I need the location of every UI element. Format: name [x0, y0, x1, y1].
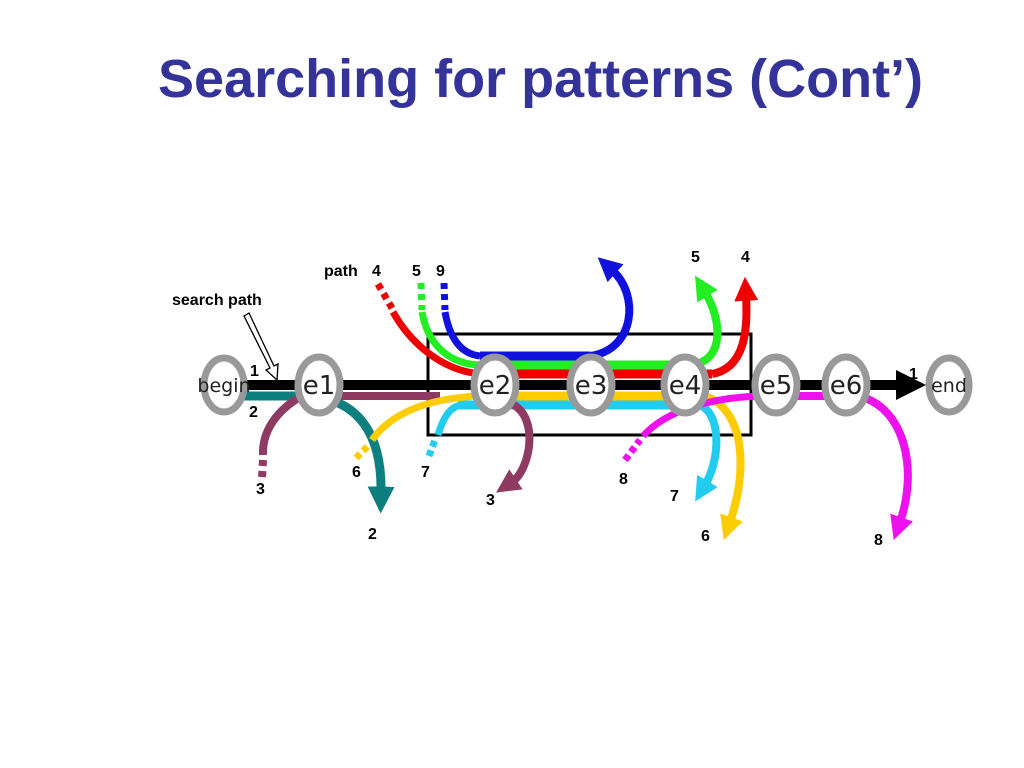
path-8-exit-curve: [860, 393, 913, 541]
label-bottom-6-exit: 6: [701, 528, 710, 545]
label-top-5: 5: [412, 263, 421, 280]
path-5-entry-curve: [418, 311, 481, 369]
label-main-1-left: 1: [250, 363, 259, 380]
path-3-left-curve: [258, 393, 303, 456]
label-bottom-8-entry: 8: [619, 471, 628, 488]
path-9-entry-dash: [440, 282, 449, 311]
label-bottom-8-exit: 8: [874, 532, 883, 549]
path-3-left-dash: [258, 459, 267, 479]
label-bottom-3-right: 3: [486, 492, 495, 509]
svg-text:e4: e4: [669, 371, 702, 401]
svg-text:e3: e3: [575, 371, 608, 401]
label-exit-4: 4: [741, 249, 750, 266]
node-e3: e3: [566, 353, 616, 417]
path-6-entry-curve: [369, 392, 481, 443]
node-e1: e1: [294, 353, 344, 417]
path-prefix-label: path: [324, 263, 358, 280]
path-7-entry-dash: [425, 438, 439, 458]
search-path-label: search path: [172, 292, 262, 309]
path-5-entry-dash: [417, 282, 426, 311]
svg-text:begin: begin: [197, 375, 250, 397]
path-9-exit-curve: [589, 257, 634, 360]
node-begin: begin: [197, 354, 251, 416]
svg-text:end: end: [931, 375, 967, 397]
path-3-right-curve: [496, 400, 534, 493]
svg-text:e2: e2: [479, 371, 512, 401]
node-e6: e6: [821, 353, 871, 417]
label-top-4: 4: [372, 263, 381, 280]
svg-text:e6: e6: [830, 371, 863, 401]
path-9-entry-curve: [441, 311, 481, 360]
label-bottom-7-exit: 7: [670, 488, 679, 505]
node-e4: e4: [660, 353, 710, 417]
label-bottom-3-left: 3: [256, 481, 265, 498]
label-bottom-6-entry: 6: [352, 464, 361, 481]
path-4-entry-dash: [374, 282, 397, 312]
label-main-1-right: 1: [909, 366, 918, 383]
path-4-exit-curve: [710, 276, 759, 378]
label-main-2-left: 2: [249, 404, 258, 421]
node-e2: e2: [470, 353, 520, 417]
search-path-pointer-arrow: [243, 312, 279, 382]
path-7-entry-curve: [434, 401, 463, 437]
path-7-exit-curve: [695, 401, 721, 502]
label-bottom-2: 2: [368, 526, 377, 543]
path-5-exit-curve: [691, 275, 722, 369]
slide-title: Searching for patterns (Cont’): [158, 49, 924, 109]
svg-text:e5: e5: [760, 371, 793, 401]
node-e5: e5: [751, 353, 801, 417]
path-8-entry-dash: [622, 437, 643, 463]
label-exit-5: 5: [691, 249, 700, 266]
label-top-9: 9: [436, 263, 445, 280]
node-end: end: [925, 354, 973, 416]
path-4-entry-curve: [389, 310, 481, 378]
path-6-entry-dash: [353, 443, 371, 461]
svg-text:e1: e1: [303, 371, 336, 401]
label-bottom-7-entry: 7: [421, 464, 430, 481]
